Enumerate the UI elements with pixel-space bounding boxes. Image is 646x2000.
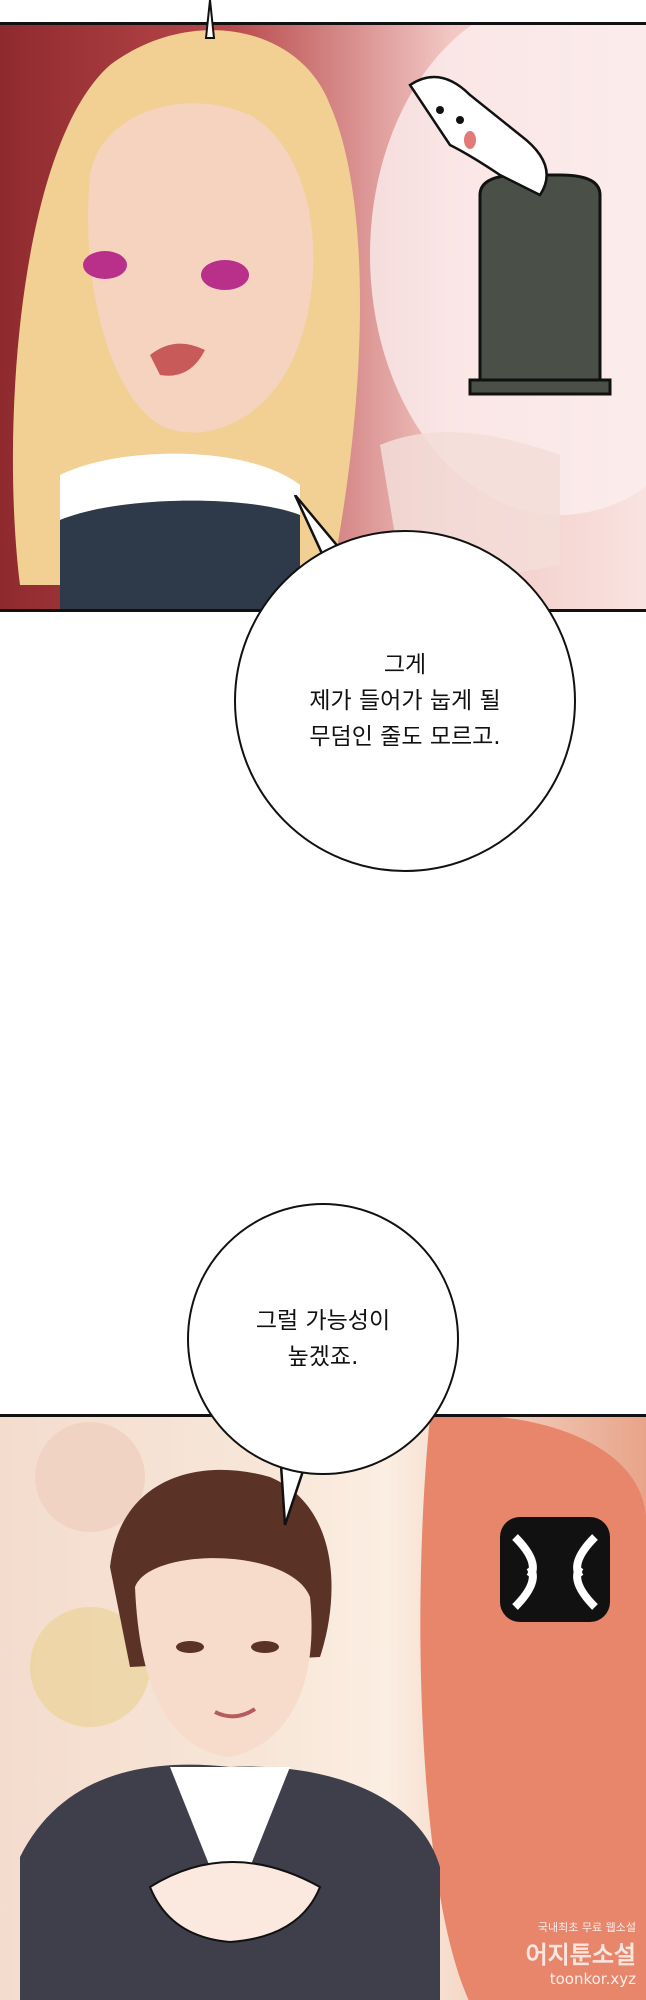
red-hair-figure	[420, 1417, 646, 2000]
speech-bubble-1-text: 그게 제가 들어가 눕게 될 무덤인 줄도 모르고.	[309, 652, 501, 750]
tombstone-icon	[468, 173, 612, 396]
wall-ornament	[35, 1422, 145, 1532]
watermark-logo: 어지툰소설	[525, 1941, 636, 1969]
manga-panel-bottom: 국내최초 무료 웹소설 어지툰소설 toonkor.xyz	[0, 1414, 646, 2000]
chair-ornament	[30, 1607, 150, 1727]
speech-bubble-2-text: 그럴 가능성이 높겠죠.	[255, 1308, 391, 1370]
man-hands	[148, 1861, 322, 1944]
watermark: 국내최초 무료 웹소설 어지툰소설 toonkor.xyz	[526, 1919, 636, 1988]
dress-shape	[60, 473, 300, 609]
dress-collar	[60, 453, 300, 520]
man-eye-left	[176, 1641, 204, 1653]
watermark-tagline: 국내최초 무료 웹소설	[537, 1921, 636, 1934]
speech-bubble-1: 그게 제가 들어가 눕게 될 무덤인 줄도 모르고.	[234, 530, 576, 872]
man-eye-right	[251, 1641, 279, 1653]
man-shirt	[170, 1767, 290, 1917]
manga-panel-top	[0, 22, 646, 612]
panel-bottom-art	[20, 1417, 646, 2000]
ghost-icon	[408, 75, 548, 197]
man-mouth	[214, 1707, 257, 1719]
man-face	[135, 1558, 312, 1757]
face-shape	[88, 103, 314, 433]
watermark-url: toonkor.xyz	[549, 1970, 636, 1988]
eye-left	[83, 251, 127, 279]
speech-bubble-2: 그럴 가능성이 높겠죠.	[187, 1203, 459, 1475]
eye-right	[201, 260, 249, 290]
anger-mark-icon	[500, 1517, 610, 1622]
top-bubble-tail	[204, 0, 216, 39]
mouth	[150, 343, 205, 376]
